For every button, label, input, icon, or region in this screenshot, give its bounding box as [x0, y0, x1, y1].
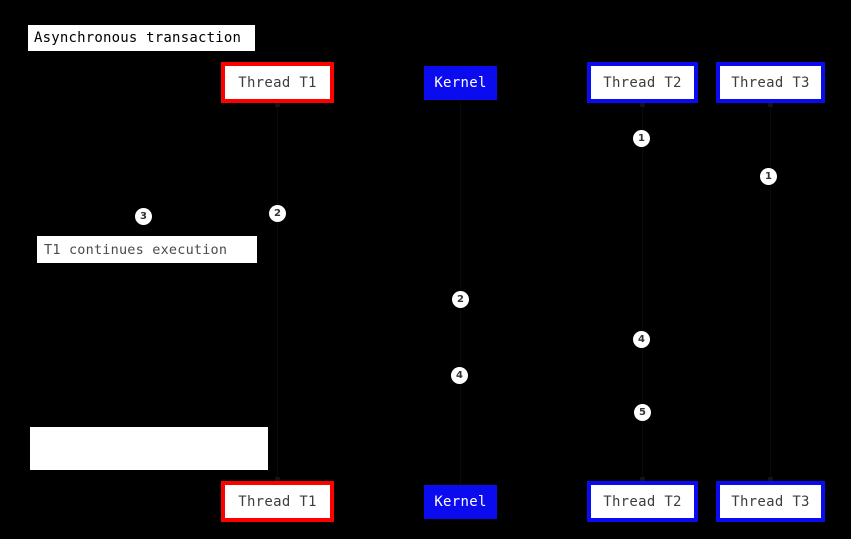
lifeline-stub-bottom-thread-t3: [768, 477, 773, 482]
lifeline-stub-bottom-thread-t1: [275, 477, 280, 482]
note-empty: [30, 427, 268, 470]
step-marker-t3-1: 1: [760, 168, 777, 185]
lifeline-thread-t3: [770, 103, 771, 481]
lifeline-stub-thread-t1: [275, 102, 280, 107]
step-marker-kernel-4: 4: [451, 367, 468, 384]
step-marker-t1-2: 2: [269, 205, 286, 222]
diagram-title-note: Asynchronous transaction: [28, 25, 255, 51]
participant-bottom-thread-t1[interactable]: Thread T1: [221, 481, 334, 522]
participant-bottom-kernel[interactable]: Kernel: [424, 485, 497, 519]
lifeline-stub-thread-t2: [640, 102, 645, 107]
lifeline-thread-t2: [642, 103, 643, 481]
step-marker-t1-3: 3: [135, 208, 152, 225]
step-marker-t2-1: 1: [633, 130, 650, 147]
lifeline-stub-thread-t3: [768, 102, 773, 107]
lifeline-stub-bottom-thread-t2: [640, 477, 645, 482]
participant-bottom-thread-t3[interactable]: Thread T3: [716, 481, 825, 522]
participant-bottom-thread-t2[interactable]: Thread T2: [587, 481, 698, 522]
participant-top-thread-t1[interactable]: Thread T1: [221, 62, 334, 103]
step-marker-kernel-2: 2: [452, 291, 469, 308]
lifeline-thread-t1: [277, 103, 278, 481]
participant-top-thread-t3[interactable]: Thread T3: [716, 62, 825, 103]
participant-top-kernel[interactable]: Kernel: [424, 66, 497, 100]
step-marker-t2-5: 5: [634, 404, 651, 421]
step-marker-t2-4: 4: [633, 331, 650, 348]
note-t1-continues-execution: T1 continues execution: [37, 236, 257, 263]
participant-top-thread-t2[interactable]: Thread T2: [587, 62, 698, 103]
